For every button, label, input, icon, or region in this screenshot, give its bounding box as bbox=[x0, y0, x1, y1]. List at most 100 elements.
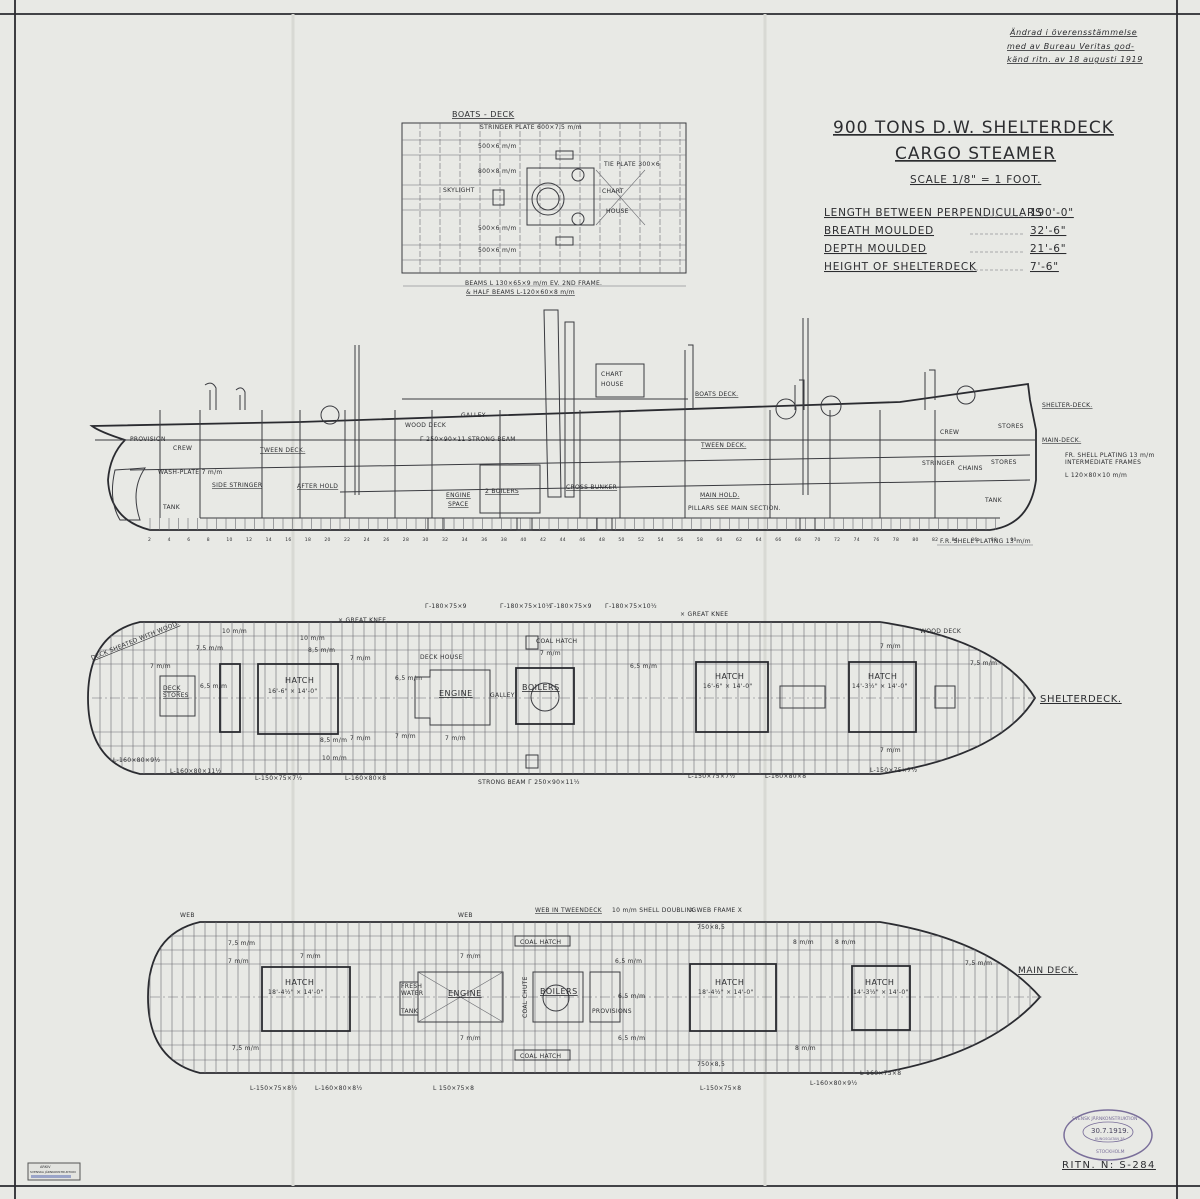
frame-number: 8 bbox=[207, 537, 210, 543]
frame-number: 10 bbox=[226, 537, 232, 543]
frame-number: 66 bbox=[775, 537, 781, 543]
frame-number: 76 bbox=[873, 537, 879, 543]
section-label: L-150×75×7½ bbox=[870, 767, 917, 774]
plate-thickness: 7 m/m bbox=[150, 663, 171, 670]
frame-number: 20 bbox=[324, 537, 330, 543]
plate-thickness: 7 m/m bbox=[395, 733, 416, 740]
tank-label: TANK bbox=[162, 504, 181, 511]
coal-chute-label: COAL CHUTE bbox=[522, 976, 529, 1018]
plate-thickness: 7 m/m bbox=[880, 643, 901, 650]
plate-thickness: 8,5 m/m bbox=[308, 647, 335, 654]
revision-note: Ändrad i överensstämmelse med av Bureau … bbox=[1007, 27, 1143, 64]
boats-deck-title: BOATS - DECK bbox=[452, 110, 515, 119]
frame-number: 16 bbox=[285, 537, 291, 543]
frame-number: 86 bbox=[971, 537, 977, 543]
stamp-city: STOCKHOLM bbox=[1096, 1149, 1125, 1155]
coal-hatch-label: COAL HATCH bbox=[520, 939, 561, 946]
shell-plating-label: FR. SHELL PLATING 13 m/m bbox=[1065, 452, 1155, 459]
archive-label: ARKIV SVENSKA JÄRNKONSTRUKTION bbox=[27, 1162, 81, 1181]
frame-number: 60 bbox=[716, 537, 722, 543]
wash-plate-label: WASH-PLATE 7 m/m bbox=[158, 469, 223, 476]
hatch-size: 18'-4½" × 14'-0" bbox=[698, 989, 754, 996]
engine-label: ENGINE bbox=[448, 989, 482, 998]
engine-label: ENGINE bbox=[439, 689, 473, 698]
plate-thickness: 8 m/m bbox=[835, 939, 856, 946]
hatch-size: 16'-6" × 14'-0" bbox=[703, 683, 752, 690]
plate-thickness: 8 m/m bbox=[793, 939, 814, 946]
plate-thickness: 10 m/m bbox=[222, 628, 247, 635]
frame-number: 74 bbox=[854, 537, 860, 543]
frame-number: 42 bbox=[540, 537, 546, 543]
frame-number: 58 bbox=[697, 537, 703, 543]
plate-thickness: 6,5 m/m bbox=[200, 683, 227, 690]
deck-stores-label: DECK bbox=[163, 685, 182, 692]
tween-deck-label: TWEEN DECK. bbox=[700, 442, 746, 449]
deck-house-label: DECK HOUSE bbox=[420, 654, 463, 661]
skylight-label: SKYLIGHT bbox=[443, 187, 475, 194]
section-label: L-150×75×8½ bbox=[250, 1085, 297, 1092]
section-label: L-160×80×11½ bbox=[170, 768, 222, 775]
frame-number: 56 bbox=[677, 537, 683, 543]
plate-thickness: 7 m/m bbox=[350, 735, 371, 742]
chart-house-label: CHART bbox=[601, 371, 623, 378]
frame-number: 4 bbox=[168, 537, 171, 543]
frame-number: 36 bbox=[481, 537, 487, 543]
frames-label: L 120×80×10 m/m bbox=[1065, 472, 1127, 479]
inboard-profile: CHART HOUSE BOATS DECK. WOOD DECK GALLEY… bbox=[89, 309, 1155, 546]
frame-number: 2 bbox=[148, 537, 151, 543]
chart-house-label: HOUSE bbox=[601, 381, 624, 388]
plate-label: 750×8,5 bbox=[697, 1061, 725, 1068]
frame-number: 90 bbox=[1010, 537, 1016, 543]
web-label: WEB bbox=[180, 912, 195, 919]
frame-number: 70 bbox=[814, 537, 820, 543]
chains-label: CHAINS bbox=[958, 465, 983, 472]
stamp-org: SVENSK JÄRNKONSTRUKTION bbox=[1072, 1115, 1137, 1122]
hatch-label: HATCH bbox=[285, 676, 314, 685]
tank-fwd-label: TANK bbox=[984, 497, 1003, 504]
section-label: L-160×80×9½ bbox=[810, 1080, 857, 1087]
half-beams-label: & HALF BEAMS L-120×60×8 m/m bbox=[466, 289, 575, 296]
hatch-label: HATCH bbox=[285, 978, 314, 987]
spec-value: 21'-6" bbox=[1030, 243, 1066, 255]
frame-number: 34 bbox=[462, 537, 468, 543]
section-label: L 150×75×8 bbox=[433, 1085, 474, 1092]
plate-label: 750×8,5 bbox=[697, 924, 725, 931]
plate-label: 800×8 m/m bbox=[478, 168, 517, 175]
cross-bunker-label: CROSS BUNKER bbox=[566, 484, 617, 491]
strong-beam-label: STRONG BEAM Г 250×90×11½ bbox=[478, 779, 580, 786]
hatch-label: HATCH bbox=[868, 672, 897, 681]
frame-number: 6 bbox=[187, 537, 190, 543]
intermediate-frames-label: INTERMEDIATE FRAMES bbox=[1065, 459, 1141, 466]
frame-number: 12 bbox=[246, 537, 252, 543]
galley-label: GALLEY bbox=[461, 412, 486, 419]
chart-label: CHART bbox=[602, 188, 624, 195]
hatch-label: HATCH bbox=[865, 978, 894, 987]
hatch-size: 14'-3½" × 14'-0" bbox=[852, 683, 908, 690]
spec-label: DEPTH MOULDED bbox=[824, 243, 927, 255]
spec-label: LENGTH BETWEEN PERPENDICULARS bbox=[824, 207, 1043, 219]
boilers-label: BOILERS bbox=[540, 987, 578, 996]
frame-number: 28 bbox=[403, 537, 409, 543]
plate-thickness: 8,5 m/m bbox=[320, 737, 347, 744]
section-label: L-160×75×8 bbox=[860, 1070, 901, 1077]
section-label: Г-180×75×9 bbox=[425, 603, 467, 610]
frame-number: 30 bbox=[422, 537, 428, 543]
shell-plating-bottom-label: F.R. SHELL PLATING 13 m/m bbox=[940, 538, 1031, 545]
note-line: känd ritn. av 18 augusti 1919 bbox=[1007, 55, 1143, 64]
section-label: Г-180×75×10½ bbox=[500, 603, 552, 610]
coal-hatch-label: COAL HATCH bbox=[520, 1053, 561, 1060]
plate-thickness: 6,5 m/m bbox=[618, 1035, 645, 1042]
galley-label: GALLEY bbox=[490, 692, 515, 699]
plate-thickness: 7 m/m bbox=[228, 958, 249, 965]
frame-number: 52 bbox=[638, 537, 644, 543]
plate-thickness: 6,5 m/m bbox=[630, 663, 657, 670]
spec-value: 7'-6" bbox=[1030, 261, 1059, 273]
note-line: med av Bureau Veritas god- bbox=[1007, 42, 1135, 51]
frame-number: 84 bbox=[952, 537, 958, 543]
crew-fwd-label: CREW bbox=[940, 429, 959, 436]
crew-label: CREW bbox=[173, 445, 192, 452]
section-label: L-150×75×8 bbox=[700, 1085, 741, 1092]
main-deck-plan: WEB WEB WEB IN TWEENDECK 10 m/m SHELL DO… bbox=[147, 907, 1078, 1092]
main-deck-title: MAIN DECK. bbox=[1018, 966, 1078, 976]
frame-number: 48 bbox=[599, 537, 605, 543]
